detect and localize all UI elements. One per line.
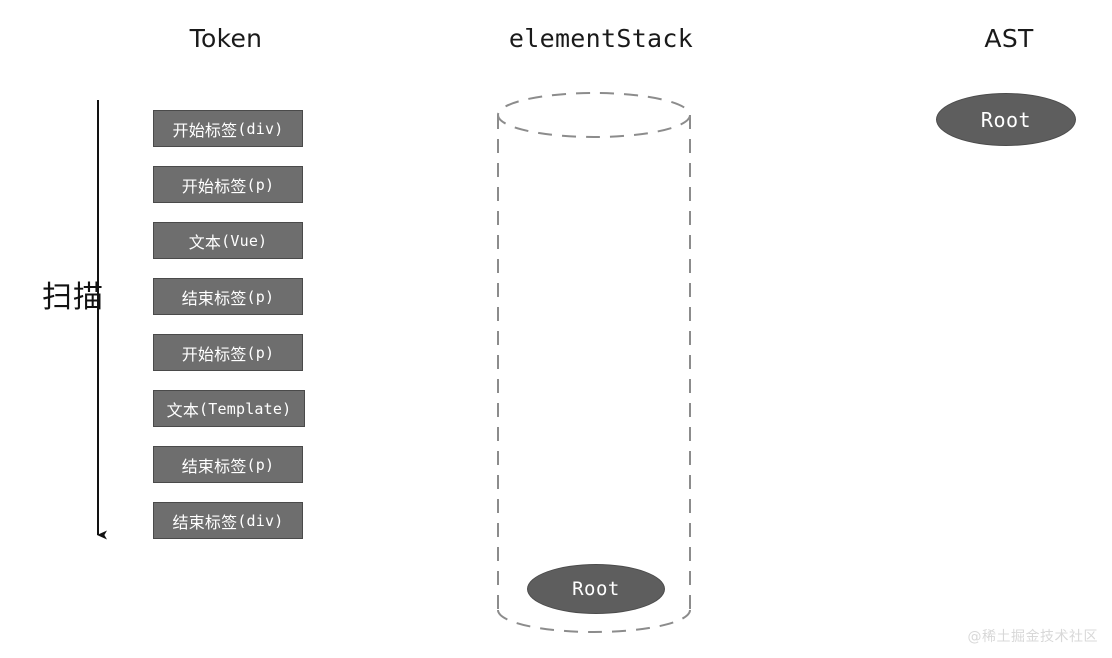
token-item[interactable]: 开始标签(p) [153,166,303,203]
token-label-cn: 文本 [188,232,222,252]
token-label-cn: 文本 [166,400,200,420]
token-label-arg: (Template) [199,399,292,418]
ast-node-root[interactable]: Root [936,93,1076,146]
token-label-cn: 开始标签 [181,344,247,364]
scan-arrow-icon [97,100,107,540]
column-title-ast: AST [984,24,1034,53]
token-item[interactable]: 开始标签(p) [153,334,303,371]
token-label-arg: (div) [237,511,284,530]
token-item[interactable]: 文本(Template) [153,390,305,427]
scan-label: 扫描 [42,280,104,315]
cylinder-icon [497,92,691,633]
column-title-element-stack: elementStack [508,24,694,53]
stack-node-root[interactable]: Root [527,564,665,614]
token-label-arg: (p) [246,287,275,306]
token-label-cn: 结束标签 [181,288,247,308]
token-label-arg: (Vue) [221,231,268,250]
token-label-cn: 结束标签 [181,456,247,476]
token-label-arg: (div) [237,119,284,138]
watermark: @稀土掘金技术社区 [967,629,1098,645]
token-label-cn: 结束标签 [172,512,238,532]
token-label-arg: (p) [246,175,275,194]
scan-arrow-group: 扫描 [20,80,150,570]
token-item[interactable]: 结束标签(p) [153,278,303,315]
token-item[interactable]: 结束标签(div) [153,502,303,539]
token-label-arg: (p) [246,343,275,362]
token-label-cn: 开始标签 [172,120,238,140]
column-title-token: Token [189,24,263,53]
token-item[interactable]: 结束标签(p) [153,446,303,483]
token-label-cn: 开始标签 [181,176,247,196]
token-label-arg: (p) [246,455,275,474]
token-item[interactable]: 文本(Vue) [153,222,303,259]
token-list: 开始标签(div) 开始标签(p) 文本(Vue) 结束标签(p) 开始标签(p… [153,110,309,558]
token-item[interactable]: 开始标签(div) [153,110,303,147]
stack-node-label: Root [572,578,620,600]
ast-node-label: Root [980,107,1032,132]
element-stack-cylinder [480,80,720,650]
